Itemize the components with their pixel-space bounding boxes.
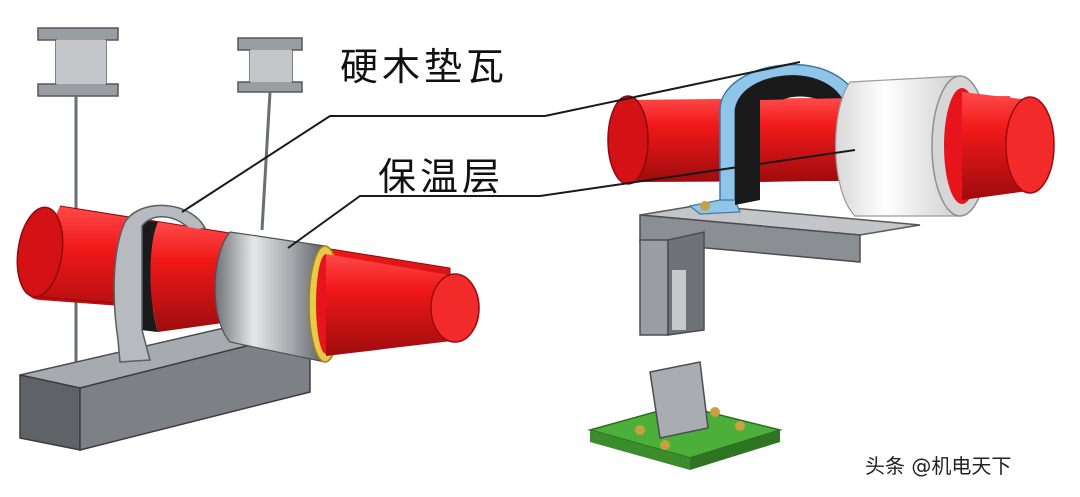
channel-beam-left (19, 321, 311, 451)
label-insulation-layer: 保温层 (378, 155, 505, 199)
pipe-right-end-cap (1005, 96, 1055, 194)
insulation-layer-left (214, 231, 342, 363)
pipe-clamp-left (113, 204, 207, 363)
support-bracket-right (639, 204, 921, 336)
leader-wood-pad (181, 61, 801, 213)
hanger-rod-right (260, 91, 272, 231)
watermark: 头条 @机电天下 (865, 454, 1012, 478)
base-plate-right (587, 361, 783, 470)
ceiling-bracket-right (237, 37, 303, 93)
label-hard-wood-pad: 硬木垫瓦 (340, 45, 509, 89)
pipe-left-end-cap (430, 273, 480, 343)
leader-insulation (287, 149, 856, 249)
ceiling-bracket-left (37, 27, 119, 97)
leader-lines (181, 61, 856, 249)
